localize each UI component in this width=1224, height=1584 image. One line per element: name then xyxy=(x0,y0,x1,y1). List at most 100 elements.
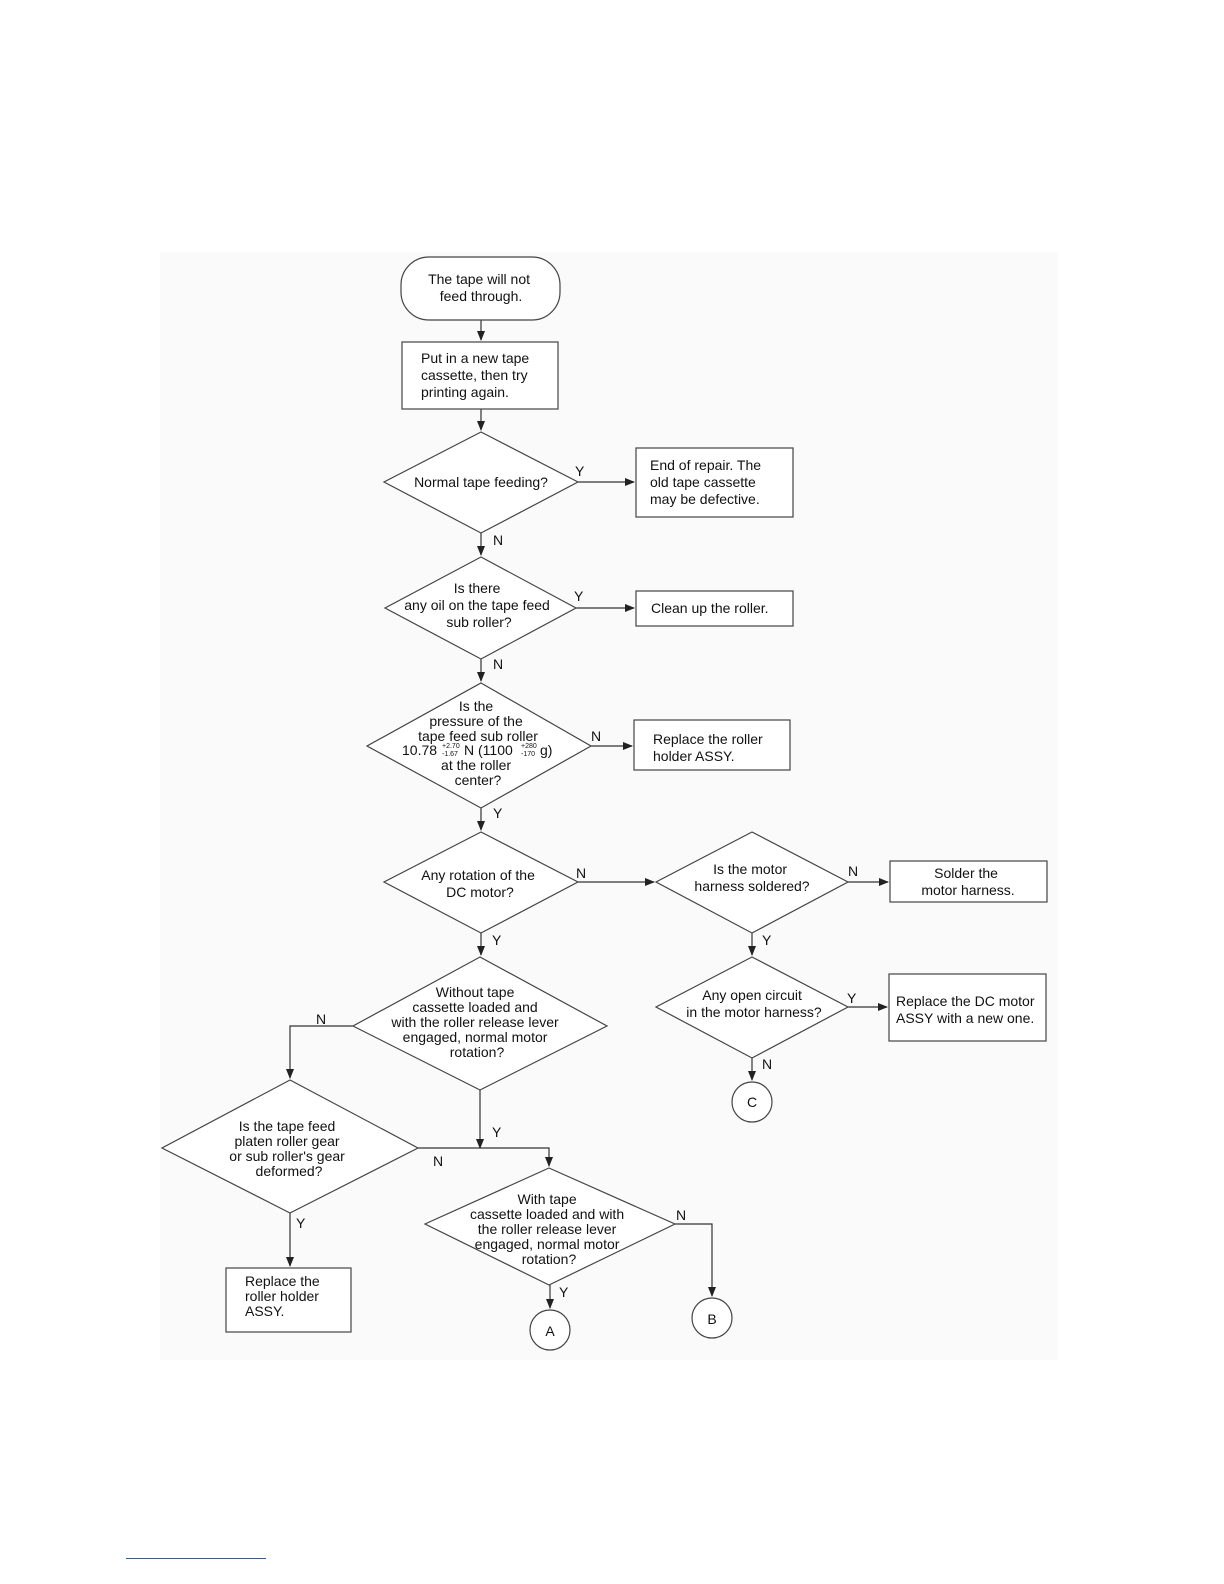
connector-label: A xyxy=(545,1323,555,1339)
svg-text:Without tape cassette lo: Without tape cassette loaded and with th… xyxy=(390,984,562,1060)
node-text-line: Is the xyxy=(459,698,493,714)
node-text-line: the roller release lever xyxy=(478,1221,617,1237)
pressure-formula-grams-plus: +280 xyxy=(521,743,537,750)
node-text-line: deformed? xyxy=(256,1163,323,1179)
edge-label: N xyxy=(493,532,503,548)
node-text-line: cassette loaded and xyxy=(412,999,537,1015)
edge-labels: Y N Y N N Y N Y N Y Y N N Y N Y N Y xyxy=(296,463,858,1300)
pressure-formula-grams: N (1100 xyxy=(464,742,513,758)
node-text-line: engaged, normal motor xyxy=(475,1236,620,1252)
connector-label: B xyxy=(707,1311,716,1327)
decision-without-cassette: Without tape cassette loaded and with th… xyxy=(351,956,609,1091)
process-clean-roller: Clean up the roller. xyxy=(635,590,794,627)
node-text-line: Normal tape feeding? xyxy=(414,474,548,490)
edge-label: N xyxy=(576,865,586,881)
node-text-line: in the motor harness? xyxy=(686,1004,822,1020)
process-solder-harness: Solder the motor harness. xyxy=(889,860,1048,903)
node-text-line: With tape xyxy=(517,1191,576,1207)
node-text-line: sub roller? xyxy=(446,614,512,630)
node-text-line: printing again. xyxy=(421,384,509,400)
svg-text:Replace the roller holde: Replace the roller holder ASSY. xyxy=(245,1273,324,1319)
svg-text:Normal tape feeding?: Normal tape feeding? xyxy=(414,474,548,490)
edge-label: N xyxy=(848,863,858,879)
node-text-line: pressure of the xyxy=(429,713,523,729)
pressure-formula-value: 10.78 xyxy=(402,742,437,758)
node-text-line: with the roller release lever xyxy=(390,1014,559,1030)
edge-label: Y xyxy=(574,588,584,604)
node-text-line: Is the motor xyxy=(713,861,787,877)
node-text-line: harness soldered? xyxy=(694,878,809,894)
decision-open-circuit: Any open circuit in the motor harness? xyxy=(654,956,850,1059)
connector-b: B xyxy=(691,1297,733,1339)
node-text-line: rotation? xyxy=(450,1044,505,1060)
node-text-line: center? xyxy=(455,772,502,788)
edge-label: N xyxy=(591,728,601,744)
node-text-line: Any rotation of the xyxy=(421,867,535,883)
node-text-line: Replace the xyxy=(245,1273,320,1289)
edge-label: N xyxy=(316,1011,326,1027)
decision-harness-soldered: Is the motor harness soldered? xyxy=(654,831,850,934)
svg-text:Solder the motor harness: Solder the motor harness. xyxy=(921,865,1014,898)
node-text-line: ASSY with a new one. xyxy=(896,1010,1034,1026)
svg-text:Any rotation of the DC m: Any rotation of the DC motor? xyxy=(421,867,539,900)
edge-label: Y xyxy=(492,932,502,948)
process-end-of-repair: End of repair. The old tape cassette may… xyxy=(635,447,794,518)
svg-text:Is the pressure of the: Is the pressure of the tape feed sub rol… xyxy=(418,698,538,744)
node-text-line: cassette, then try xyxy=(421,367,528,383)
node-text-line: at the roller xyxy=(441,757,511,773)
decision-with-cassette: With tape cassette loaded and with the r… xyxy=(423,1167,677,1286)
node-text-line: Is the tape feed xyxy=(239,1118,336,1134)
node-text-line: Without tape xyxy=(436,984,515,1000)
node-text-line: The tape will not xyxy=(428,271,530,287)
process-replace-roller-holder-2: Replace the roller holder ASSY. xyxy=(225,1267,352,1333)
node-text-line: may be defective. xyxy=(650,491,760,507)
pressure-formula-unit: g) xyxy=(540,742,552,758)
svg-text:End of repair. The old: End of repair. The old tape cassette may… xyxy=(650,457,765,507)
pressure-formula-tolerance-minus: -1.67 xyxy=(442,751,458,758)
edge-without-no xyxy=(286,1025,353,1079)
edge-gear-no xyxy=(418,1147,553,1167)
svg-text:at the roller center?: at the roller center? xyxy=(441,757,515,788)
edge-label: Y xyxy=(575,463,585,479)
edge-label: Y xyxy=(493,805,503,821)
node-text-line: Clean up the roller. xyxy=(651,600,769,616)
edge-label: N xyxy=(433,1153,443,1169)
connector-a: A xyxy=(529,1309,571,1351)
node-text-line: Any open circuit xyxy=(702,987,802,1003)
node-text-line: Solder the xyxy=(934,865,998,881)
node-text-line: cassette loaded and with xyxy=(470,1206,624,1222)
svg-text:The tape will not feed t: The tape will not feed through. xyxy=(428,271,534,304)
node-text-line: End of repair. The xyxy=(650,457,761,473)
node-text-line: Put in a new tape xyxy=(421,350,529,366)
edge-label: N xyxy=(493,656,503,672)
node-text-line: DC motor? xyxy=(446,884,514,900)
node-text-line: rotation? xyxy=(522,1251,577,1267)
svg-text:Clean up the roller.: Clean up the roller. xyxy=(651,600,769,616)
edge-label: Y xyxy=(492,1124,502,1140)
node-text-line: any oil on the tape feed xyxy=(404,597,550,613)
node-text-line: engaged, normal motor xyxy=(403,1029,548,1045)
decision-gear-deformed: Is the tape feed platen roller gear or s… xyxy=(160,1079,420,1214)
node-text-line: platen roller gear xyxy=(235,1133,340,1149)
pressure-formula-tolerance-plus: +2.70 xyxy=(442,743,460,750)
svg-text:With tape cassette loade: With tape cassette loaded and with the r… xyxy=(470,1191,628,1267)
node-text-line: motor harness. xyxy=(921,882,1014,898)
edge-label: Y xyxy=(847,990,857,1006)
node-text-line: ASSY. xyxy=(245,1303,284,1319)
decision-dc-rotation: Any rotation of the DC motor? xyxy=(382,831,580,934)
svg-text:Replace the roller holde: Replace the roller holder ASSY. xyxy=(653,731,767,764)
node-text-line: holder ASSY. xyxy=(653,748,734,764)
edge-label: N xyxy=(762,1056,772,1072)
connector-c: C xyxy=(731,1081,773,1123)
node-text-line: tape feed sub roller xyxy=(418,728,538,744)
svg-text:Put in a new tape casset: Put in a new tape cassette, then try pri… xyxy=(421,350,533,400)
pressure-formula-grams-minus: -170 xyxy=(521,751,535,758)
edge-label: N xyxy=(676,1207,686,1223)
node-text-line: Is there xyxy=(454,580,501,596)
process-replace-roller-holder: Replace the roller holder ASSY. xyxy=(633,719,791,771)
node-text-line: roller holder xyxy=(245,1288,319,1304)
footer-rule xyxy=(126,1558,266,1559)
decision-oil-check: Is there any oil on the tape feed sub ro… xyxy=(383,556,578,660)
start-terminator: The tape will not feed through. xyxy=(400,256,561,321)
